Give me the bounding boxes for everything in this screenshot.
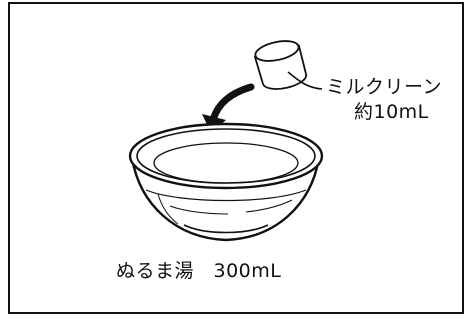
water-amount-label: ぬるま湯 300mL [116, 260, 282, 282]
product-label: ミルクリーン [326, 76, 443, 98]
diagram-frame [8, 2, 464, 314]
measuring-cup-icon [253, 40, 308, 90]
bowl-icon [128, 122, 324, 242]
product-amount: 約10mL [354, 101, 429, 123]
leader-line [287, 71, 323, 90]
